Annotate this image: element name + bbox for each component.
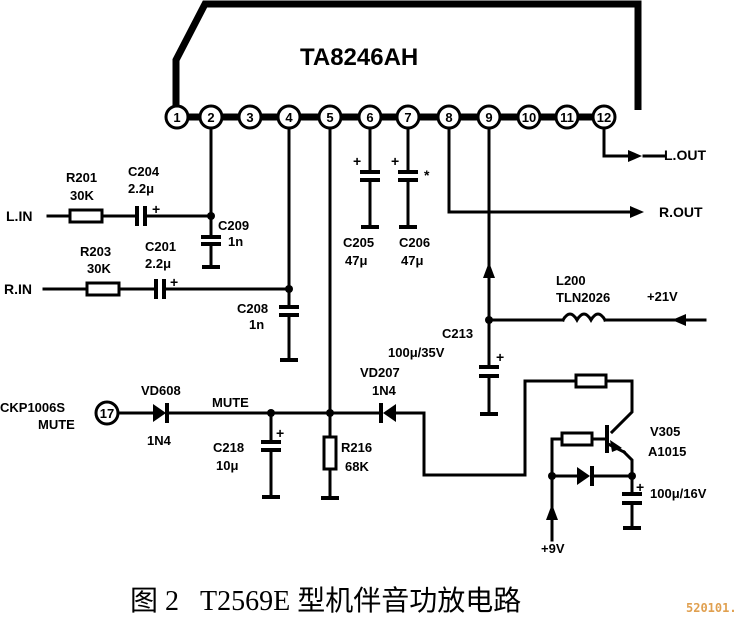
left-input-label: L.IN bbox=[6, 208, 32, 224]
value-l200: TLN2026 bbox=[556, 290, 610, 305]
ic-pin-number: 12 bbox=[597, 110, 611, 125]
value-vd207: 1N4 bbox=[372, 383, 397, 398]
value-c205: 47μ bbox=[345, 253, 367, 268]
label-c206: C206 bbox=[399, 235, 430, 250]
ic-pin-number: 10 bbox=[522, 110, 536, 125]
value-c209: 1n bbox=[228, 234, 243, 249]
resistor-r216 bbox=[322, 435, 338, 471]
polarity-plus: + bbox=[391, 153, 399, 169]
label-c204: C204 bbox=[128, 164, 160, 179]
wire bbox=[621, 449, 634, 478]
value-c204: 2.2μ bbox=[128, 181, 154, 196]
figure-caption: 图 2 T2569E 型机伴音功放电路 bbox=[130, 585, 521, 617]
ic-pin-10 bbox=[516, 104, 542, 130]
label-c209: C209 bbox=[218, 218, 249, 233]
arrow-right-icon bbox=[628, 150, 642, 162]
ic-pin-number: 5 bbox=[326, 110, 333, 125]
arrow-left-icon bbox=[672, 314, 686, 326]
polarity-plus: + bbox=[353, 153, 361, 169]
value-c201: 2.2μ bbox=[145, 256, 171, 271]
note-asterisk: * bbox=[424, 167, 430, 183]
mute-net-label: MUTE bbox=[212, 395, 249, 410]
resistor-base bbox=[560, 431, 594, 447]
wire-pin12-lout bbox=[602, 126, 632, 158]
left-output-label: L.OUT bbox=[664, 147, 706, 163]
label-vd207: VD207 bbox=[360, 365, 400, 380]
diode-v305-protect bbox=[577, 467, 590, 485]
ic-pin-11 bbox=[554, 104, 580, 130]
mute-source-sublabel: MUTE bbox=[38, 417, 75, 432]
right-output-label: R.OUT bbox=[659, 204, 703, 220]
value-c206: 47μ bbox=[401, 253, 423, 268]
ic-pin-number: 7 bbox=[404, 110, 411, 125]
diode-vd207 bbox=[383, 404, 396, 422]
value-r203: 30K bbox=[87, 261, 111, 276]
ic-pin-number: 11 bbox=[560, 110, 574, 125]
ic-pin-number: 3 bbox=[246, 110, 253, 125]
ic-outline bbox=[172, 0, 642, 118]
value-vd608: 1N4 bbox=[147, 433, 172, 448]
wire-pin8-rout bbox=[447, 126, 632, 214]
label-l200: L200 bbox=[556, 273, 586, 288]
label-r203: R203 bbox=[80, 244, 111, 259]
ic-pin-number: 9 bbox=[485, 110, 492, 125]
value-c213: 100μ/35V bbox=[388, 345, 445, 360]
wire bbox=[604, 379, 634, 435]
value-cout: 100μ/16V bbox=[650, 486, 707, 501]
ic-pin-3 bbox=[237, 104, 263, 130]
value-c208: 1n bbox=[249, 317, 264, 332]
supply-9v-label: +9V bbox=[541, 541, 565, 556]
arrow-up-icon bbox=[546, 504, 558, 520]
label-r216: R216 bbox=[341, 440, 372, 455]
arrow-right-icon bbox=[630, 206, 644, 218]
diode-vd608 bbox=[153, 404, 166, 422]
label-c205: C205 bbox=[343, 235, 374, 250]
watermark: 520101. bbox=[686, 601, 737, 615]
resistor-collector bbox=[574, 373, 608, 389]
ic-pin-number: 4 bbox=[285, 110, 293, 125]
label-v305: V305 bbox=[650, 424, 680, 439]
supply-21v-label: +21V bbox=[647, 289, 678, 304]
connector-pin-number: 17 bbox=[100, 406, 114, 421]
ic-ta8246ah: TA8246AH bbox=[170, 0, 642, 121]
label-r201: R201 bbox=[66, 170, 97, 185]
label-c213: C213 bbox=[442, 326, 473, 341]
polarity-plus: + bbox=[636, 479, 644, 495]
label-c201: C201 bbox=[145, 239, 176, 254]
label-vd608: VD608 bbox=[141, 383, 181, 398]
polarity-plus: + bbox=[152, 201, 160, 217]
value-r216: 68K bbox=[345, 459, 369, 474]
resistor-r201 bbox=[68, 208, 104, 224]
ic-pin-number: 6 bbox=[366, 110, 373, 125]
ic-pin-number: 2 bbox=[207, 110, 214, 125]
value-v305: A1015 bbox=[648, 444, 686, 459]
inductor-l200 bbox=[560, 312, 608, 323]
value-r201: 30K bbox=[70, 188, 94, 203]
label-c218: C218 bbox=[213, 440, 244, 455]
ic-pin-1 bbox=[164, 104, 190, 130]
transistor-emitter-arrow bbox=[610, 440, 622, 452]
arrow-up-icon bbox=[483, 262, 495, 278]
polarity-plus: + bbox=[170, 274, 178, 290]
value-c218: 10μ bbox=[216, 458, 238, 473]
ic-title: TA8246AH bbox=[300, 44, 418, 71]
mute-source-label: CKP1006S bbox=[0, 400, 65, 415]
ic-pin-number: 1 bbox=[173, 110, 180, 125]
wire bbox=[394, 379, 578, 477]
right-input-label: R.IN bbox=[4, 281, 32, 297]
wire bbox=[550, 437, 564, 542]
polarity-plus: + bbox=[496, 349, 504, 365]
polarity-plus: + bbox=[276, 425, 284, 441]
resistor-r203 bbox=[85, 281, 121, 297]
ic-pin-number: 8 bbox=[445, 110, 452, 125]
label-c208: C208 bbox=[237, 301, 268, 316]
